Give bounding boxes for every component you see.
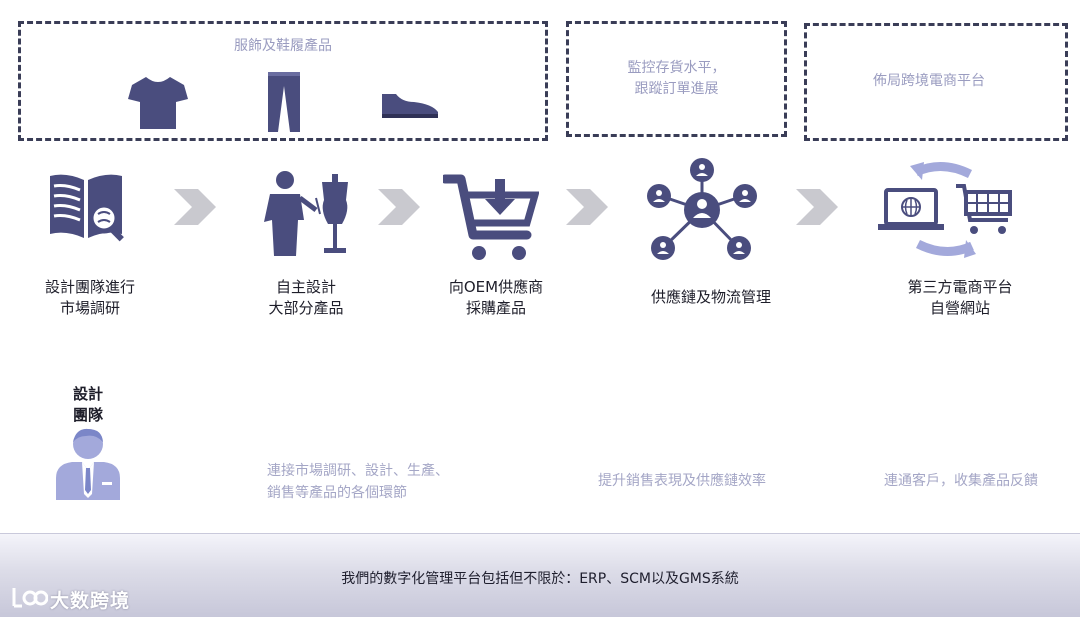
- network-people-icon: [647, 158, 757, 260]
- customers-description: 連通客戶，收集產品反饋: [884, 473, 1038, 489]
- connect-description: 連接市場調研、設計、生產、 銷售等產品的各個環節: [267, 463, 449, 501]
- chevron-right-icon: [796, 189, 838, 225]
- shoe-icon: [382, 94, 438, 118]
- footer-text: 我們的數字化管理平台包括但不限於：ERP、SCM以及GMS系統: [341, 571, 739, 587]
- tshirt-icon: [128, 77, 188, 129]
- chevron-right-icon: [378, 189, 420, 225]
- businessman-icon: [56, 428, 120, 500]
- step-ecommerce-label: 第三方電商平台 自營網站: [907, 278, 1013, 317]
- design-team-label: 設計 團隊: [72, 385, 103, 424]
- inventory-box-label: 監控存貨水平， 跟蹤訂單進展: [627, 60, 726, 97]
- laptop-cart-cycle-icon: [878, 162, 1012, 258]
- book-magnifier-icon: [50, 174, 124, 242]
- chevron-right-icon: [566, 189, 608, 225]
- apparel-box: [18, 21, 548, 141]
- platform-box: [804, 23, 1068, 141]
- improve-description: 提升銷售表現及供應鏈效率: [598, 473, 766, 489]
- apparel-box-label: 服飾及鞋履產品: [234, 38, 332, 54]
- step-design-label: 自主設計 大部分產品: [268, 278, 344, 317]
- trousers-icon: [268, 72, 300, 132]
- cart-download-icon: [443, 174, 539, 260]
- chevron-right-icon: [174, 189, 216, 225]
- step-procure-label: 向OEM供應商 採購產品: [448, 278, 544, 317]
- step-supply-label: 供應鏈及物流管理: [650, 288, 771, 306]
- platform-box-label: 佈局跨境電商平台: [873, 73, 985, 89]
- inventory-box: [566, 21, 787, 137]
- watermark-logo-icon: [12, 588, 48, 608]
- step-research-label: 設計團隊進行 市場調研: [44, 278, 135, 317]
- tailor-mannequin-icon: [264, 171, 348, 256]
- watermark-text: 大数跨境: [50, 590, 131, 612]
- footer-banner: 我們的數字化管理平台包括但不限於：ERP、SCM以及GMS系統: [0, 533, 1080, 617]
